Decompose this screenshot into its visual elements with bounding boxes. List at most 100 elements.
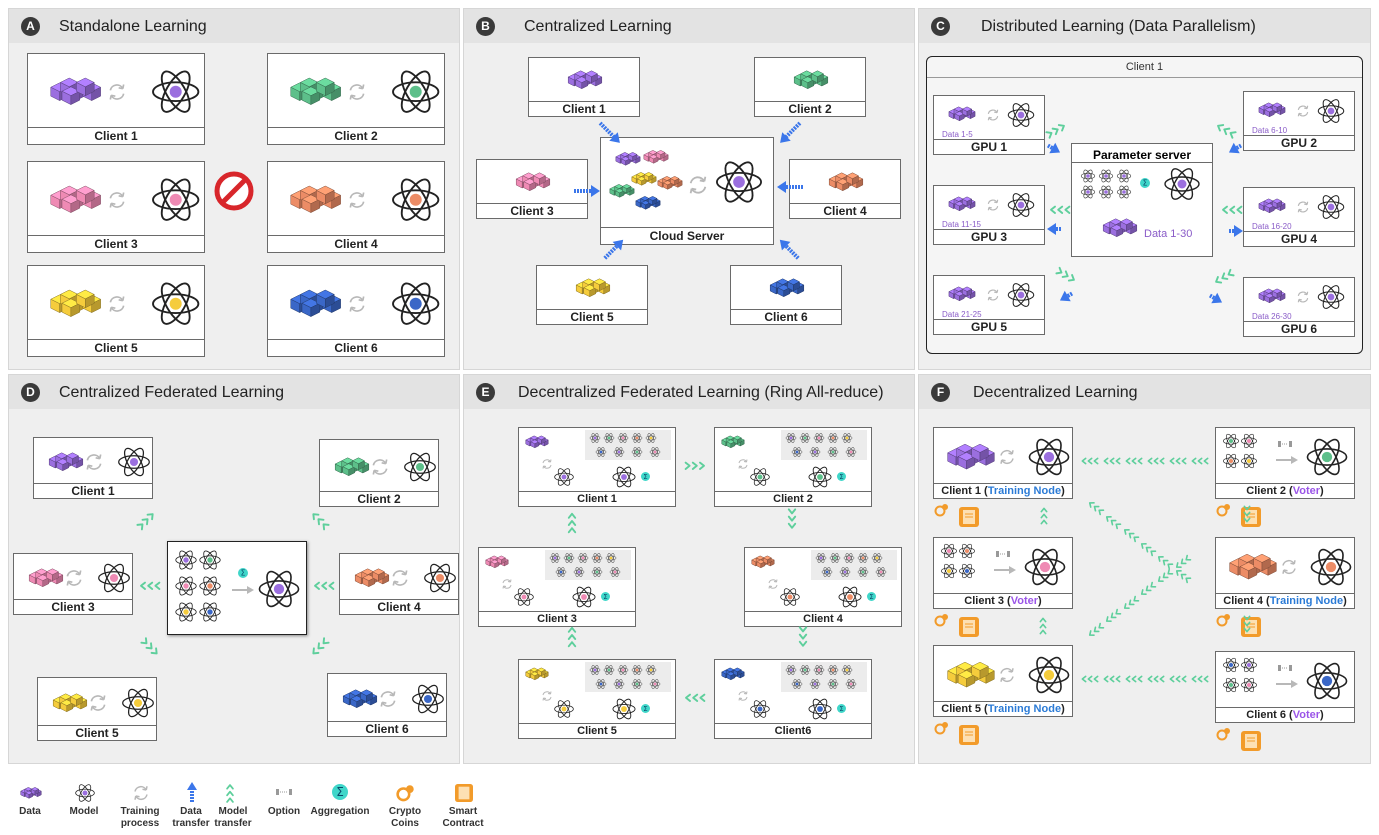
model-atom-icon (554, 700, 574, 718)
aggregation-sigma-icon (641, 472, 650, 481)
model-atom-icon (1116, 169, 1132, 183)
model-atom-icon (1007, 283, 1035, 307)
legend-item: Option (254, 806, 314, 818)
model-atom-icon (199, 602, 221, 622)
prohibited-icon (214, 171, 254, 211)
model-atom-icon (1028, 438, 1070, 476)
model-transfer-chevrons-icon (1125, 675, 1143, 683)
model-atom-icon (1007, 193, 1035, 217)
data-cube-icon (20, 787, 42, 799)
panel-header: E Decentralized Federated Learning (Ring… (464, 375, 914, 409)
model-atom-icon (1310, 548, 1352, 586)
model-atom-icon (839, 567, 851, 577)
data-cube-icon (609, 184, 635, 198)
data-cube-icon (828, 172, 864, 192)
model-atom-icon (1024, 548, 1066, 586)
legend-label: Crypto (388, 806, 422, 817)
aggregation-sigma-icon (837, 472, 846, 481)
gpu-card: GPU 6 Data 26-30 (1243, 277, 1355, 337)
model-transfer-chevrons-icon (1147, 457, 1165, 465)
model-transfer-chevrons-icon (1147, 675, 1165, 683)
client-label: Client 4 (790, 203, 900, 218)
model-atom-icon (959, 543, 975, 559)
client-label: Client 3 (28, 235, 204, 252)
client-label: Client 4 (745, 611, 901, 626)
client-card: Client 4 (744, 547, 902, 627)
crypto-coins-icon (1216, 614, 1230, 627)
client-card: Client 3 (476, 159, 588, 219)
data-transfer-arrow-icon (777, 181, 803, 193)
model-atom-icon (595, 447, 607, 457)
gpu-data-range: Data 26-30 (1252, 312, 1292, 321)
legend-item: Data (0, 806, 60, 818)
model-atom-icon (152, 70, 200, 114)
client-label: Client 5 (38, 725, 156, 740)
data-cube-icon (290, 186, 342, 214)
data-transfer-arrow-icon (1208, 292, 1223, 304)
role-close: ) (1061, 703, 1065, 715)
client-card: Client 5 (27, 265, 205, 357)
client-label: Client 2 (320, 491, 438, 506)
gpu-card: GPU 2 Data 6-10 (1243, 91, 1355, 151)
client-label: Client 1 (529, 101, 639, 116)
training-cycle-icon (738, 691, 748, 701)
model-atom-icon (572, 586, 596, 608)
data-transfer-arrow-icon (1046, 142, 1061, 154)
model-transfer-chevrons-icon (685, 693, 706, 702)
model-atom-icon (609, 567, 621, 577)
model-atom-icon (577, 553, 589, 563)
node-label: Client 5 (Training Node) (934, 701, 1072, 716)
arrow-icon (1276, 680, 1298, 688)
node-name: Client 2 (1246, 485, 1286, 497)
model-atom-icon (843, 553, 855, 563)
training-cycle-icon (380, 690, 396, 708)
gpu-label: GPU 1 (934, 139, 1044, 154)
model-transfer-chevrons-icon (1191, 457, 1209, 465)
model-transfer-chevrons-icon (1191, 675, 1209, 683)
model-atom-icon (631, 665, 643, 675)
model-transfer-chevrons-icon (684, 461, 705, 470)
role-open: ( (1286, 709, 1293, 721)
model-transfer-chevrons-icon (1156, 568, 1174, 584)
panel-decentralized-learning: F Decentralized Learning Client 1 (Train… (918, 374, 1371, 764)
model-atom-icon (152, 282, 200, 326)
node-role: Voter (1292, 485, 1321, 497)
option-icon (1278, 441, 1292, 447)
training-cycle-icon (86, 453, 102, 471)
data-cube-icon (290, 78, 342, 106)
gpu-card: GPU 5 Data 21-25 (933, 275, 1045, 335)
crypto-coins-icon (396, 785, 414, 802)
client-card: Client 3 (27, 161, 205, 253)
data-cube-icon (355, 568, 390, 588)
client-card: Client 3 (478, 547, 636, 627)
client-card: Client 1 (518, 427, 676, 507)
model-transfer-chevrons-icon (567, 626, 577, 648)
legend-label: transfer (172, 818, 210, 829)
model-atom-icon (857, 567, 869, 577)
training-cycle-icon (1282, 559, 1296, 575)
data-cube-icon (631, 172, 657, 186)
model-atom-icon (549, 553, 561, 563)
smart-contract-icon (959, 725, 979, 745)
client-card: Client 6 (730, 265, 842, 325)
cloud-server-card: Cloud Server (600, 137, 774, 245)
data-cube-icon (769, 278, 805, 298)
model-atom-icon (1098, 185, 1114, 199)
model-atom-icon (1223, 657, 1239, 673)
node-role: Training Node (1269, 595, 1344, 607)
model-atom-icon (199, 576, 221, 596)
model-atom-icon (809, 679, 821, 689)
node-name: Client 5 (941, 703, 981, 715)
data-transfer-arrow-icon (779, 239, 800, 260)
panel-letter-badge: E (476, 383, 495, 402)
model-transfer-chevrons-icon (1050, 205, 1071, 214)
data-transfer-arrow-icon (574, 185, 600, 197)
data-cube-icon (485, 555, 509, 569)
model-atom-icon (423, 563, 456, 593)
data-cube-icon (948, 106, 976, 122)
panel-letter-badge: C (931, 17, 950, 36)
model-transfer-chevrons-icon (310, 637, 330, 657)
node-label: Client 2 (Voter) (1216, 483, 1354, 498)
model-transfer-chevrons-icon (1103, 675, 1121, 683)
